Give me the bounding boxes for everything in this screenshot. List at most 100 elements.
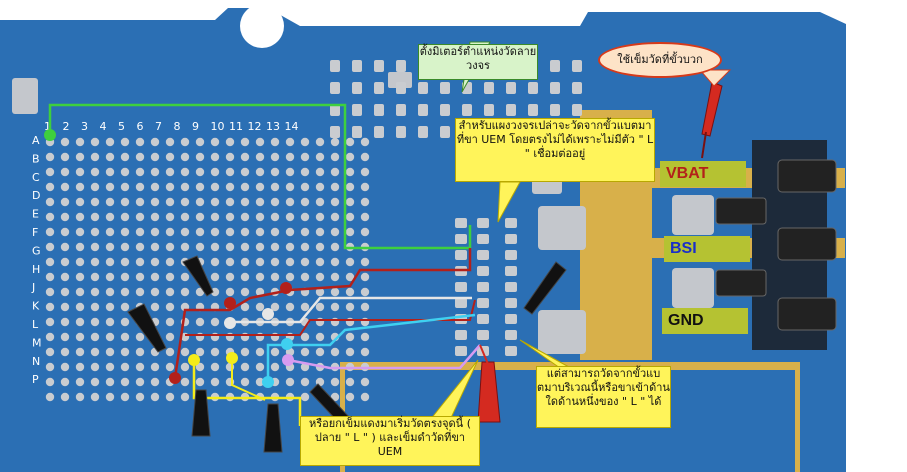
bga-ball	[165, 287, 175, 297]
bga-ball	[180, 392, 190, 402]
bga-ball	[45, 212, 55, 222]
bga-ball	[45, 182, 55, 192]
bga-ball	[240, 137, 250, 147]
bga-ball	[345, 332, 355, 342]
bga-ball	[300, 197, 310, 207]
bga-ball	[90, 302, 100, 312]
bga-ball	[105, 212, 115, 222]
bga-ball	[150, 137, 160, 147]
bga-ball	[210, 287, 220, 297]
bga-ball	[315, 302, 325, 312]
grid-column-label: 2	[63, 120, 70, 133]
battery-contact	[777, 159, 837, 193]
bga-ball	[105, 197, 115, 207]
bga-ball	[150, 257, 160, 267]
bga-ball	[360, 257, 370, 267]
bga-ball	[195, 362, 205, 372]
inductor-pad	[538, 310, 586, 354]
bga-ball	[195, 197, 205, 207]
cyan-trace	[266, 313, 476, 382]
bga-ball	[135, 257, 145, 267]
bga-ball	[360, 167, 370, 177]
bga-ball	[135, 272, 145, 282]
bga-ball	[240, 257, 250, 267]
bga-ball	[90, 272, 100, 282]
smd-pad	[505, 330, 517, 340]
bga-ball	[105, 227, 115, 237]
grid-column-label: 12	[248, 120, 262, 133]
bga-ball	[240, 302, 250, 312]
bga-ball	[90, 167, 100, 177]
bga-ball	[165, 362, 175, 372]
smd-pad	[455, 218, 467, 228]
bga-ball	[75, 272, 85, 282]
bga-ball	[240, 152, 250, 162]
smd-pad	[440, 82, 450, 94]
bga-ball	[60, 167, 70, 177]
bga-ball	[60, 257, 70, 267]
bga-ball	[255, 347, 265, 357]
bga-ball	[135, 197, 145, 207]
bga-ball	[90, 347, 100, 357]
smd-pad	[418, 126, 428, 138]
bga-ball	[150, 242, 160, 252]
inductor-pad	[538, 206, 586, 250]
red-probe	[477, 81, 723, 423]
bga-ball	[120, 137, 130, 147]
bga-ball	[180, 167, 190, 177]
bga-ball	[180, 152, 190, 162]
bga-ball	[210, 197, 220, 207]
bga-ball	[150, 212, 160, 222]
bga-ball	[255, 377, 265, 387]
bga-ball	[105, 242, 115, 252]
bga-ball	[345, 272, 355, 282]
bga-ball	[150, 197, 160, 207]
bga-ball	[225, 182, 235, 192]
bga-ball	[270, 227, 280, 237]
bga-ball	[180, 272, 190, 282]
grid-row-label: K	[32, 300, 40, 313]
bga-ball	[300, 332, 310, 342]
bga-ball	[345, 212, 355, 222]
bga-ball	[45, 347, 55, 357]
bga-ball	[345, 347, 355, 357]
callout-positive-probe-text: ใช้เข็มวัดที่ขั้วบวก	[617, 53, 703, 66]
bga-ball	[60, 317, 70, 327]
bga-ball	[240, 242, 250, 252]
smd-pad	[477, 282, 489, 292]
bga-ball	[135, 392, 145, 402]
bga-ball	[165, 302, 175, 312]
bga-ball-grid	[45, 60, 582, 402]
smd-pad	[455, 282, 467, 292]
bga-ball	[285, 242, 295, 252]
bga-ball	[285, 212, 295, 222]
bga-ball	[135, 182, 145, 192]
smd-pad	[505, 218, 517, 228]
bga-ball	[225, 137, 235, 147]
bga-ball	[345, 392, 355, 402]
bga-ball	[195, 377, 205, 387]
bga-ball	[165, 317, 175, 327]
bga-ball	[210, 242, 220, 252]
bga-ball	[90, 257, 100, 267]
bga-ball	[315, 257, 325, 267]
bga-ball	[60, 287, 70, 297]
bga-ball	[120, 242, 130, 252]
bga-ball	[315, 197, 325, 207]
callout-measure-battery-area: แต่สามารถวัดจากขั้วแบตมาบริเวณนี้หรือขาเ…	[536, 366, 671, 428]
grid-column-label: 13	[266, 120, 280, 133]
bga-ball	[105, 137, 115, 147]
bga-ball	[105, 392, 115, 402]
bga-ball	[180, 182, 190, 192]
callout-positive-probe: ใช้เข็มวัดที่ขั้วบวก	[598, 42, 722, 78]
bga-ball	[165, 212, 175, 222]
bga-ball	[135, 137, 145, 147]
bga-ball	[210, 167, 220, 177]
bga-ball	[75, 362, 85, 372]
bga-ball	[255, 197, 265, 207]
callout-move-red-probe: หรือยกเข็มแดงมาเริ่มวัดตรงจุดนี้ ( ปลาย …	[300, 416, 480, 466]
bga-ball	[165, 392, 175, 402]
bga-ball	[180, 287, 190, 297]
bga-ball	[300, 152, 310, 162]
bga-ball	[330, 137, 340, 147]
